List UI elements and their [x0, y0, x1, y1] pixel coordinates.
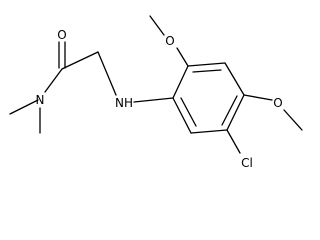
bond-nh-ring: [133, 97, 174, 103]
bond-ring-o-top: [176, 47, 189, 67]
atom-label-o-methoxy-top: O: [165, 34, 174, 48]
ring-bond-3: [224, 62, 245, 96]
atom-label-cl: Cl: [241, 156, 253, 170]
ring-bond-2-inner: [192, 69, 222, 73]
bond-ring-o-right: [243, 94, 273, 101]
ring-bond-2: [187, 62, 226, 67]
ring-bond-4-inner: [221, 95, 238, 126]
bond-layer: [9, 15, 303, 154]
bond-n-methyl-left: [9, 99, 39, 115]
ring-bond-5: [190, 129, 228, 134]
bond-c-n-amide: [44, 68, 63, 93]
ring-bond-4: [226, 94, 245, 131]
atom-label-n-amide: N: [36, 93, 45, 107]
atom-label-o-methoxy-right: O: [273, 96, 282, 110]
ring-bond-1: [172, 65, 189, 99]
atom-label-o-carbonyl: O: [57, 28, 66, 42]
bond-ch2-nh: [97, 51, 117, 96]
bond-o-top-methyl: [149, 15, 165, 36]
bond-c-ch2: [61, 51, 99, 70]
ring-bond-6: [172, 97, 192, 134]
atom-label-nh: NH: [115, 96, 133, 110]
ring-bond-6-inner: [180, 97, 197, 127]
molecule-structure: O N NH O O Cl: [9, 15, 303, 170]
label-layer: O N NH O O Cl: [36, 28, 283, 170]
bond-o-right-methyl: [283, 109, 303, 131]
bond-ring-cl: [226, 129, 241, 154]
